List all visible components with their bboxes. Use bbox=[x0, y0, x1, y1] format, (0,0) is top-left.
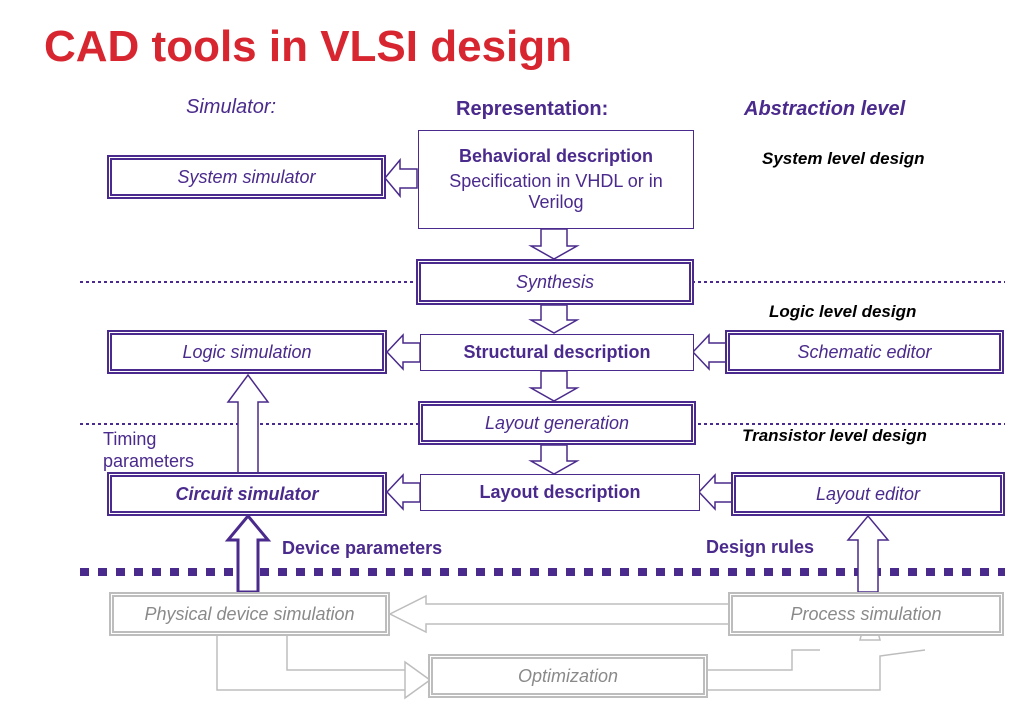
physical-device-simulation-box: Physical device simulation bbox=[109, 592, 390, 636]
device-parameters-label: Device parameters bbox=[282, 538, 443, 558]
timing-parameters-label: Timing parameters bbox=[103, 429, 195, 471]
representation-header: Representation: bbox=[456, 98, 609, 120]
gray-connector bbox=[286, 632, 405, 671]
gray-left-arrow bbox=[388, 594, 731, 634]
gray-connector bbox=[708, 649, 926, 691]
page-title: CAD tools in VLSI design bbox=[44, 22, 573, 71]
process-simulation-box: Process simulation bbox=[728, 592, 1004, 636]
optimization-box: Optimization bbox=[428, 654, 708, 698]
left-arrow bbox=[385, 473, 421, 511]
structural-description-box: Structural description bbox=[420, 334, 694, 371]
gray-connector bbox=[216, 632, 405, 691]
behavioral-title: Behavioral description bbox=[458, 146, 654, 166]
behavioral-body: Specification in VHDL or in Verilog bbox=[449, 171, 663, 212]
left-arrow bbox=[385, 333, 421, 371]
up-arrow bbox=[226, 373, 270, 475]
level-transistor: Transistor level design bbox=[742, 426, 927, 445]
behavioral-description-box: Behavioral description Specification in … bbox=[418, 130, 694, 229]
circuit-simulator-box: Circuit simulator bbox=[107, 472, 387, 516]
layout-editor-box: Layout editor bbox=[731, 472, 1005, 516]
gray-arrowhead bbox=[404, 660, 432, 700]
down-arrow bbox=[528, 228, 580, 260]
abstraction-header: Abstraction level bbox=[744, 98, 906, 120]
logic-simulation-box: Logic simulation bbox=[107, 330, 387, 374]
gray-connector bbox=[708, 649, 820, 671]
down-arrow bbox=[528, 304, 580, 334]
up-arrow bbox=[846, 514, 890, 593]
down-arrow bbox=[528, 444, 580, 475]
system-simulator-box: System simulator bbox=[107, 155, 386, 199]
down-arrow bbox=[528, 370, 580, 402]
simulator-header: Simulator: bbox=[186, 96, 277, 118]
level-logic: Logic level design bbox=[769, 302, 917, 321]
left-arrow bbox=[697, 473, 733, 511]
up-arrow-bold bbox=[224, 513, 272, 594]
layout-description-box: Layout description bbox=[420, 474, 700, 511]
left-arrow bbox=[384, 157, 418, 199]
design-rules-label: Design rules bbox=[706, 537, 815, 557]
layout-generation-box: Layout generation bbox=[418, 401, 696, 445]
left-arrow bbox=[691, 333, 727, 371]
synthesis-box: Synthesis bbox=[416, 259, 694, 305]
schematic-editor-box: Schematic editor bbox=[725, 330, 1004, 374]
level-system: System level design bbox=[762, 149, 925, 168]
